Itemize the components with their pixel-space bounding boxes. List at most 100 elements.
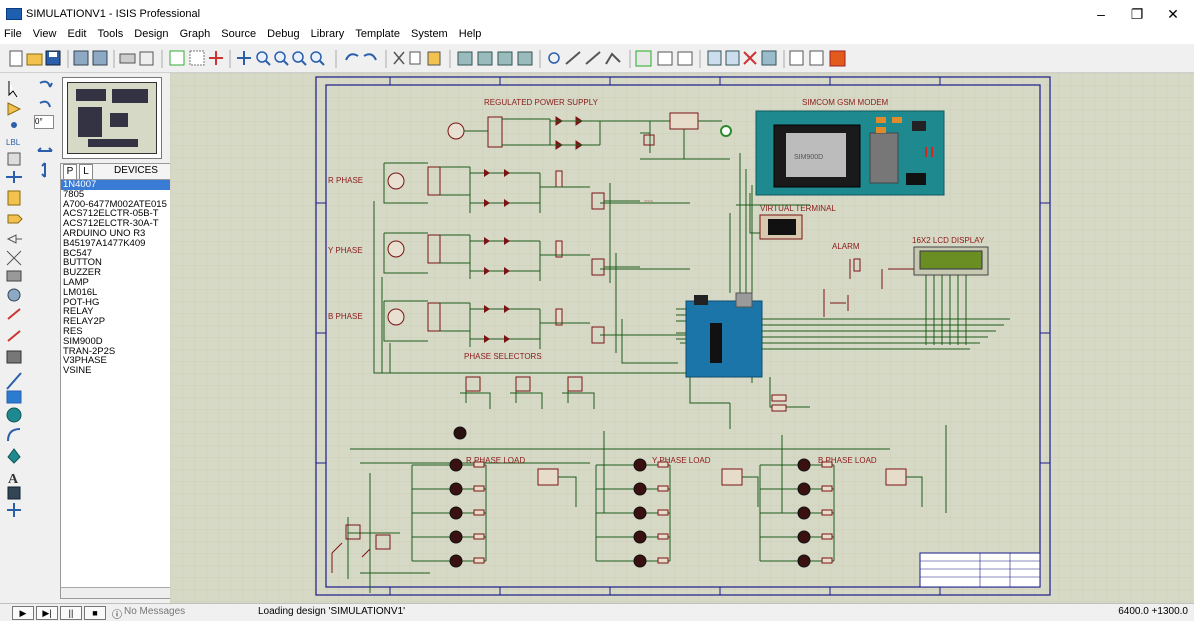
pan-icon[interactable] bbox=[237, 51, 251, 65]
minimize-button[interactable]: – bbox=[1097, 6, 1105, 22]
rotate-cw-icon[interactable] bbox=[39, 80, 53, 88]
library-tab[interactable]: L bbox=[79, 164, 93, 180]
circle-tool-icon[interactable] bbox=[6, 407, 22, 423]
pick-device-icon[interactable] bbox=[548, 52, 560, 64]
overview-window[interactable] bbox=[62, 77, 162, 159]
device-pins-icon[interactable] bbox=[6, 234, 22, 244]
step-button[interactable]: ▶| bbox=[36, 606, 58, 620]
device-list-item[interactable]: TRAN-2P2S bbox=[63, 346, 116, 357]
pick-devices-tab[interactable]: P bbox=[63, 164, 77, 180]
maximize-button[interactable]: ❐ bbox=[1130, 6, 1144, 22]
current-probe-icon[interactable] bbox=[7, 330, 21, 342]
block-delete-icon[interactable] bbox=[517, 51, 533, 66]
copy-icon[interactable] bbox=[409, 51, 421, 65]
menu-design[interactable]: Design bbox=[134, 28, 169, 40]
device-list-item[interactable]: SIM900D bbox=[63, 336, 103, 347]
search-tag-icon[interactable] bbox=[657, 51, 673, 66]
pause-button[interactable]: || bbox=[60, 606, 82, 620]
voltage-probe-icon[interactable] bbox=[7, 308, 21, 320]
tape-recorder-icon[interactable] bbox=[6, 270, 22, 282]
menu-library[interactable]: Library bbox=[310, 28, 345, 40]
device-list-item[interactable]: VSINE bbox=[63, 366, 92, 376]
selection-mode-icon[interactable] bbox=[8, 81, 18, 98]
arc-tool-icon[interactable] bbox=[7, 428, 21, 442]
menu-edit[interactable]: Edit bbox=[67, 28, 87, 40]
cut-icon[interactable] bbox=[393, 51, 405, 65]
mirror-y-icon[interactable] bbox=[41, 162, 46, 178]
electrical-rule-icon[interactable] bbox=[761, 50, 777, 66]
device-list-item[interactable]: A700-6477M002ATE015 bbox=[63, 199, 167, 210]
device-list-item[interactable]: ACS712ELCTR-05B-T bbox=[63, 209, 159, 220]
message-icon[interactable]: ⓘ bbox=[112, 610, 122, 621]
device-list-item[interactable]: BC547 bbox=[63, 248, 93, 259]
open-folder-icon[interactable] bbox=[26, 53, 43, 66]
device-list-scrollbar[interactable] bbox=[61, 587, 173, 598]
menu-source[interactable]: Source bbox=[221, 28, 257, 40]
stop-button[interactable]: ■ bbox=[84, 606, 106, 620]
paste-icon[interactable] bbox=[427, 51, 441, 66]
grid-icon[interactable] bbox=[189, 50, 205, 66]
device-list-item[interactable]: 7805 bbox=[63, 189, 85, 200]
terminals-icon[interactable] bbox=[7, 214, 23, 224]
device-list-item[interactable]: LM016L bbox=[63, 287, 98, 298]
wire-autorouter-icon[interactable] bbox=[635, 50, 652, 67]
zoom-all-icon[interactable] bbox=[292, 51, 307, 66]
device-list-item[interactable]: V3PHASE bbox=[63, 356, 107, 367]
export-icon[interactable] bbox=[92, 50, 108, 66]
device-list-item[interactable]: ACS712ELCTR-30A-T bbox=[63, 219, 159, 229]
property-tool-icon[interactable] bbox=[677, 51, 693, 66]
path-tool-icon[interactable] bbox=[7, 448, 21, 464]
zoom-area-icon[interactable] bbox=[310, 51, 325, 66]
device-list-item[interactable]: ARDUINO UNO R3 bbox=[63, 228, 146, 239]
decompose-icon[interactable] bbox=[605, 52, 621, 65]
area-icon[interactable] bbox=[139, 51, 154, 66]
marker-tool-icon[interactable] bbox=[7, 503, 21, 517]
buses-icon[interactable] bbox=[6, 171, 22, 183]
block-move-icon[interactable] bbox=[477, 51, 493, 66]
device-list-item[interactable]: LAMP bbox=[63, 277, 89, 288]
menu-system[interactable]: System bbox=[411, 28, 448, 40]
play-button[interactable]: ▶ bbox=[12, 606, 34, 620]
menu-view[interactable]: View bbox=[32, 28, 57, 40]
box-tool-icon[interactable] bbox=[6, 390, 22, 404]
generator-icon[interactable] bbox=[7, 288, 21, 302]
make-device-icon[interactable] bbox=[565, 51, 581, 65]
refresh-icon[interactable] bbox=[169, 50, 185, 66]
device-list-item[interactable]: POT-HG bbox=[63, 297, 100, 308]
subcircuit-icon[interactable] bbox=[7, 190, 21, 206]
wire-label-icon[interactable]: LBL bbox=[6, 138, 21, 147]
save-icon[interactable] bbox=[45, 50, 61, 66]
new-sheet-icon[interactable] bbox=[707, 50, 722, 66]
device-list-item[interactable]: RELAY2P bbox=[63, 317, 106, 327]
close-button[interactable]: ✕ bbox=[1167, 6, 1179, 22]
junction-mode-icon[interactable] bbox=[11, 122, 17, 128]
netlist-icon[interactable] bbox=[789, 50, 804, 66]
print-icon[interactable] bbox=[119, 53, 136, 64]
block-copy-icon[interactable] bbox=[457, 51, 473, 66]
bom-icon[interactable] bbox=[743, 51, 757, 65]
line-tool-icon[interactable] bbox=[6, 372, 22, 390]
menu-graph[interactable]: Graph bbox=[179, 28, 211, 40]
device-list-item[interactable]: BUTTON bbox=[63, 258, 102, 269]
zoom-out-icon[interactable] bbox=[274, 51, 289, 66]
text-script-icon[interactable] bbox=[7, 152, 21, 166]
import-icon[interactable] bbox=[73, 50, 89, 66]
ares-icon[interactable] bbox=[809, 50, 824, 66]
text-tool-icon[interactable]: A bbox=[8, 472, 19, 487]
virtual-instrument-icon[interactable] bbox=[6, 350, 22, 364]
remove-sheet-icon[interactable] bbox=[725, 50, 740, 66]
symbol-tool-icon[interactable] bbox=[7, 486, 21, 500]
packaging-icon[interactable] bbox=[585, 51, 601, 65]
menu-file[interactable]: File bbox=[4, 28, 22, 40]
rotate-ccw-icon[interactable] bbox=[39, 100, 51, 108]
undo-icon[interactable] bbox=[345, 53, 359, 61]
graph-mode-icon[interactable] bbox=[6, 250, 22, 266]
schematic-canvas[interactable]: REGULATED POWER SUPPLY SIMCOM GSM MODEM … bbox=[170, 73, 1194, 603]
device-list-item[interactable]: B45197A1477K409 bbox=[63, 238, 146, 249]
device-list-item[interactable]: BUZZER bbox=[63, 268, 101, 278]
menu-help[interactable]: Help bbox=[458, 28, 482, 40]
block-rotate-icon[interactable] bbox=[497, 51, 513, 66]
close-project-icon[interactable] bbox=[829, 50, 846, 67]
device-list-item[interactable]: RELAY bbox=[63, 307, 94, 318]
